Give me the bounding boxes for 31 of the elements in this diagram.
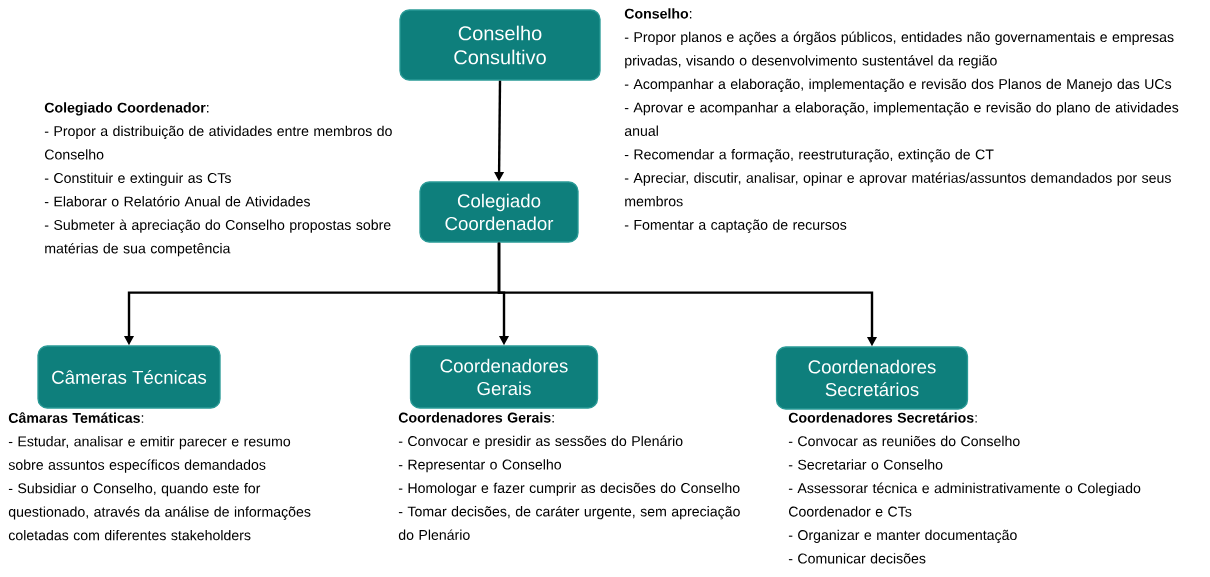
list-item: - Assessorar técnica e administrativamente o Colegiado Coordenador e CTs bbox=[788, 482, 1141, 517]
list-item: - Tomar decisões, de caráter urgente, sem apreciação do Plenário bbox=[398, 505, 740, 540]
list-item: - Constituir e extinguir as CTs bbox=[44, 172, 231, 186]
list-item: - Convocar as reuniões do Conselho bbox=[788, 435, 1020, 447]
list-item: - Secretariar o Conselho bbox=[788, 459, 943, 470]
list-item: - Representar o Conselho bbox=[398, 459, 562, 473]
org-box: Câmeras Técnicas bbox=[37, 345, 221, 409]
description-heading: Câmaras Temáticas: bbox=[8, 412, 144, 423]
list-item: - Homologar e fazer cumprir as decisões do Conselho bbox=[398, 482, 740, 496]
list-item: - Fomentar a captação de recursos bbox=[624, 219, 847, 233]
list-item: - Convocar e presidir as sessões do Plenário bbox=[398, 435, 683, 449]
org-box: Coordenadores Gerais bbox=[409, 345, 599, 409]
list-item: - Apreciar, discutir, analisar, opinar e aprovar matérias/assuntos demandados por seus membros bbox=[624, 172, 1171, 207]
list-item: - Comunicar decisões bbox=[788, 553, 926, 564]
list-item: - Estudar, analisar e emitir parecer e resumo sobre assuntos específicos demandados bbox=[8, 436, 291, 473]
description-heading: Coordenadores Secretários: bbox=[788, 412, 977, 423]
org-box: Coordenadores Secretários bbox=[775, 346, 969, 410]
list-item: - Submeter à apreciação do Conselho propostas sobre matérias de sua competência bbox=[44, 219, 391, 257]
description-heading: Conselho: bbox=[624, 8, 692, 19]
list-item: - Subsidiar o Conselho, quando este for questionado, através da análise de informações coletadas com diferentes stakeholders bbox=[8, 482, 311, 541]
list-item: - Recomendar a formação, reestruturação, extinção de CT bbox=[624, 149, 994, 163]
list-item: - Organizar e manter documentação bbox=[788, 529, 1017, 543]
list-item: - Aprovar e acompanhar a elaboração, implementação e revisão do plano de atividades anual bbox=[624, 102, 1179, 136]
list-item: - Acompanhar a elaboração, implementação e revisão dos Planos de Manejo das UCs bbox=[624, 78, 1172, 92]
list-item: - Elaborar o Relatório Anual de Atividades bbox=[44, 195, 310, 207]
description-heading: Coordenadores Gerais: bbox=[398, 412, 554, 423]
list-item: - Propor a distribuição de atividades entre membros do Conselho bbox=[44, 125, 392, 160]
org-box: Colegiado Coordenador bbox=[419, 181, 579, 243]
description-heading: Colegiado Coordenador: bbox=[44, 102, 209, 116]
org-box: Conselho Consultivo bbox=[399, 9, 601, 81]
list-item: - Propor planos e ações a órgãos públicos, entidades não governamentais e empresas privadas, visando o desenvolvimento sustentável da região bbox=[624, 31, 1174, 69]
